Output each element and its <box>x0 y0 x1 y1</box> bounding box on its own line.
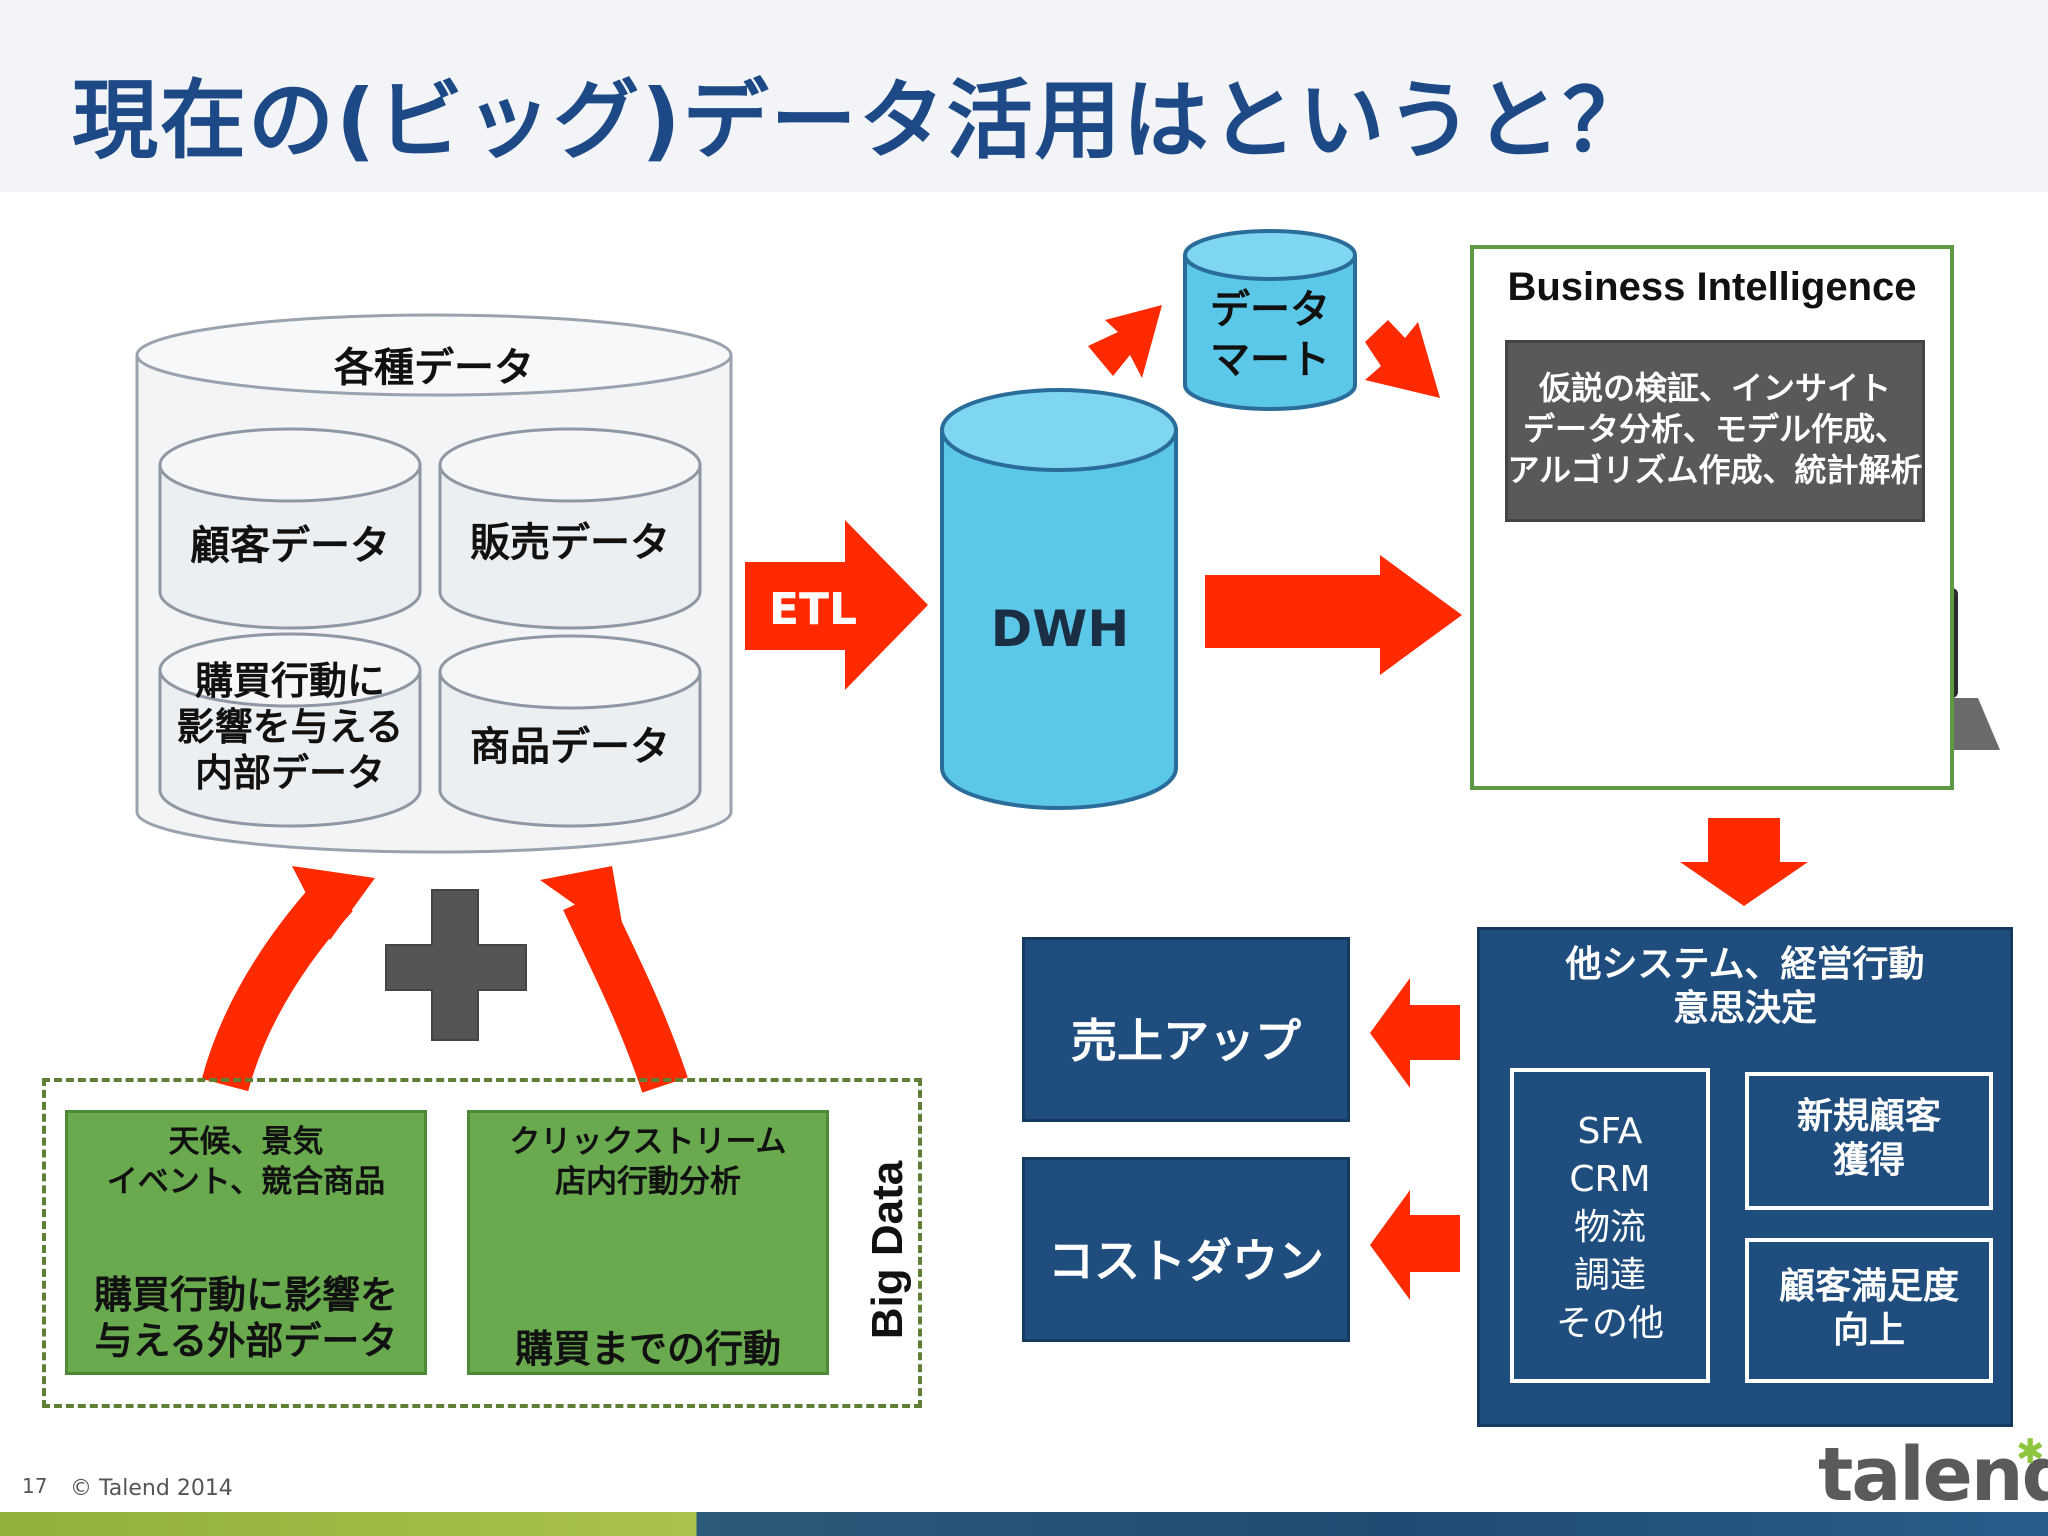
page-number: 17 <box>22 1474 48 1498</box>
big-data-behavior-top: クリックストリーム 店内行動分析 <box>509 1124 787 1200</box>
dwh-cylinder <box>940 388 1178 810</box>
systems-box <box>1510 1068 1710 1383</box>
etl-arrow <box>745 520 928 690</box>
arrow-to-cost-down <box>1370 1190 1460 1300</box>
curved-arrow-left-head <box>292 866 375 940</box>
actions-title: 他システム、経営行動 意思決定 <box>1565 944 1925 1029</box>
header-band <box>0 0 2048 192</box>
big-data-box-external <box>65 1110 427 1375</box>
cyl-internal <box>158 632 422 828</box>
bi-tasks-box <box>1505 340 1925 522</box>
bi-tasks-text: 仮説の検証、インサイト データ分析、モデル作成、 アルゴリズム作成、統計解析 <box>1507 369 1923 489</box>
goal-satisfaction-box <box>1745 1238 1993 1383</box>
big-data-behavior-bottom: 購買までの行動 <box>514 1327 781 1371</box>
big-data-container <box>42 1078 922 1408</box>
talend-logo: talend <box>1818 1432 2048 1518</box>
source-product-label: 商品データ <box>470 724 670 770</box>
outcome-cost-down-text: コストダウン <box>1048 1234 1324 1288</box>
goal-satisfaction-text: 顧客満足度 向上 <box>1778 1266 1959 1351</box>
source-internal-label: 購買行動に 影響を与える 内部データ <box>176 659 404 795</box>
big-data-label: Big Data <box>863 1160 912 1340</box>
curved-arrow-right-head <box>540 866 625 940</box>
datamart-cylinder <box>1183 229 1357 411</box>
systems-text: SFA CRM 物流 調達 その他 <box>1555 1111 1664 1344</box>
dwh-to-bi-arrow <box>1205 555 1462 675</box>
cyl-product <box>438 634 702 828</box>
curved-arrow-left <box>201 878 353 1092</box>
source-customer-label: 顧客データ <box>190 523 390 569</box>
arrow-to-sales-up <box>1370 978 1460 1088</box>
arrow-from-datamart <box>1365 320 1440 398</box>
cyl-sales <box>438 427 702 630</box>
etl-label: ETL <box>768 584 858 635</box>
bi-down-arrow <box>1680 818 1808 906</box>
outcome-sales-up <box>1022 937 1350 1122</box>
outcome-cost-down <box>1022 1157 1350 1342</box>
plus-icon <box>385 889 527 1041</box>
page-title: 現在の(ビッグ)データ活用はというと？ <box>72 71 1651 171</box>
big-data-box-behavior <box>467 1110 829 1375</box>
arrow-to-datamart <box>1088 305 1162 378</box>
bi-title: Business Intelligence <box>1507 265 1917 309</box>
datamart-label: データ マート <box>1210 287 1330 383</box>
logo-star-icon: ✱ <box>2016 1432 2045 1472</box>
footer-bar <box>0 1512 2048 1536</box>
goal-new-customers-box <box>1745 1072 1993 1210</box>
outcome-sales-up-text: 売上アップ <box>1071 1014 1301 1068</box>
copyright: © Talend 2014 <box>70 1476 233 1501</box>
sources-header: 各種データ <box>334 345 534 391</box>
goal-new-customers-text: 新規顧客 獲得 <box>1796 1096 1941 1181</box>
dwh-label: DWH <box>990 600 1130 658</box>
curved-arrow-right <box>563 889 688 1093</box>
source-sales-label: 販売データ <box>470 520 670 566</box>
cyl-customer <box>158 427 422 630</box>
big-data-external-top: 天候、景気 イベント、競合商品 <box>106 1124 386 1200</box>
big-data-external-bottom: 購買行動に影響を 与える外部データ <box>93 1273 398 1363</box>
